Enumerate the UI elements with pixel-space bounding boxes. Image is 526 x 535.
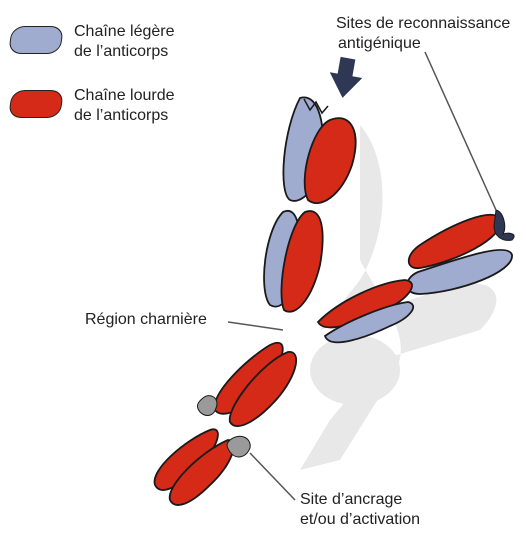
anchor-site-mark: [197, 396, 216, 416]
label-anchor-site-line1: Site d’ancrage: [300, 490, 420, 510]
label-anchor-site-line2: et/ou d’activation: [300, 510, 420, 530]
label-antigen-sites-line1: Sites de reconnaissance: [336, 14, 510, 34]
label-antigen-sites-line2: antigénique: [336, 34, 510, 54]
antigen-site-mark: [494, 210, 514, 240]
leader-line-anchor: [250, 453, 295, 500]
fc-stem: [155, 343, 297, 505]
label-anchor-site: Site d’ancrage et/ou d’activation: [300, 490, 420, 530]
label-antigen-sites: Sites de reconnaissance antigénique: [336, 14, 510, 54]
fab-arm-upper: [264, 97, 356, 311]
leader-line-antigen: [425, 52, 496, 210]
leader-line-hinge: [228, 322, 283, 330]
arrow-icon: [326, 56, 365, 101]
label-hinge-region: Région charnière: [85, 310, 207, 330]
